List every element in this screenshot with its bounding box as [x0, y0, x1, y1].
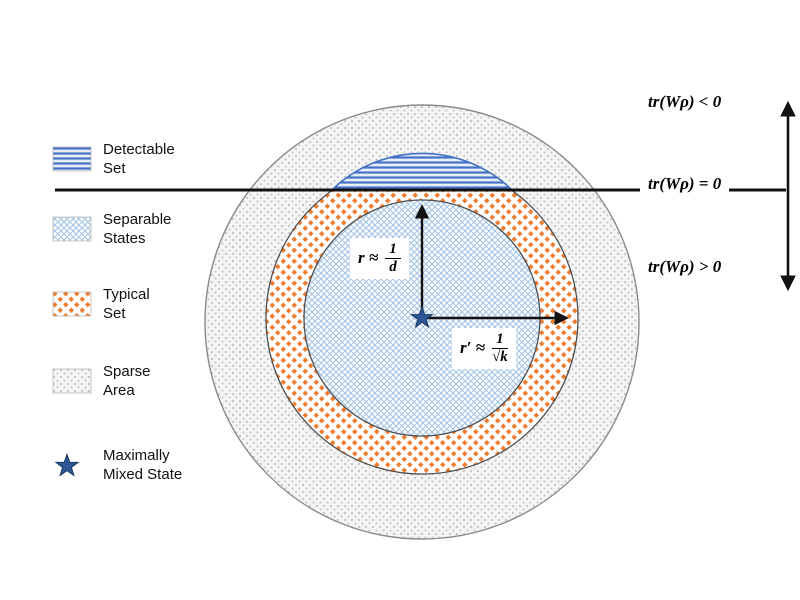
legend-label-typical: Typical Set	[103, 285, 150, 323]
legend-label-detectable: Detectable Set	[103, 140, 175, 178]
maximally-mixed-star-icon	[55, 454, 79, 477]
r-label-lhs: r ≈	[358, 248, 379, 268]
legend-item-sparse: Sparse Area	[52, 362, 151, 400]
legend-label-line: Maximally	[103, 447, 170, 464]
r-prime-label-fraction: 1 √k	[492, 331, 508, 366]
r-prime-radius-label: r′ ≈ 1 √k	[452, 328, 516, 369]
fraction-numerator: 1	[385, 241, 401, 259]
fraction-denominator: d	[389, 258, 397, 275]
legend-label-line: Typical	[103, 286, 150, 303]
legend-label-line: Mixed State	[103, 466, 183, 484]
legend-item-maximally-mixed: Maximally Mixed State	[52, 446, 182, 484]
trace-positive-label: tr(Wρ) > 0	[648, 257, 722, 276]
legend-label-sparse: Sparse Area	[103, 362, 151, 400]
trace-negative-label: tr(Wρ) < 0	[648, 92, 722, 111]
separable-states-swatch-icon	[52, 216, 92, 242]
fraction-numerator: 1	[492, 331, 508, 349]
detectable-set-swatch-icon	[52, 146, 92, 172]
legend-label-separable: Separable States	[103, 210, 171, 248]
sparse-area-swatch-icon	[52, 368, 92, 394]
legend-label-line: Detectable	[103, 141, 175, 158]
legend-item-detectable: Detectable Set	[52, 140, 175, 178]
legend-item-typical: Typical Set	[52, 285, 150, 323]
r-prime-label-lhs: r′ ≈	[460, 338, 485, 358]
legend-label-line: Set	[103, 305, 126, 323]
detectable-set-cap	[330, 152, 514, 191]
typical-set-swatch-icon	[52, 291, 92, 317]
trace-zero-label: tr(Wρ) = 0	[640, 171, 730, 197]
legend-label-line: Area	[103, 382, 135, 400]
fraction-denominator: √k	[491, 348, 508, 365]
legend-label-line: Sparse	[103, 363, 151, 380]
legend-label-maximally-mixed: Maximally Mixed State	[103, 446, 182, 484]
r-radius-label: r ≈ 1 d	[350, 238, 409, 279]
r-label-fraction: 1 d	[385, 241, 401, 276]
legend-label-line: Set	[103, 160, 126, 178]
legend-label-line: States	[103, 230, 146, 248]
legend-label-line: Separable	[103, 211, 172, 228]
legend-item-separable: Separable States	[52, 210, 171, 248]
